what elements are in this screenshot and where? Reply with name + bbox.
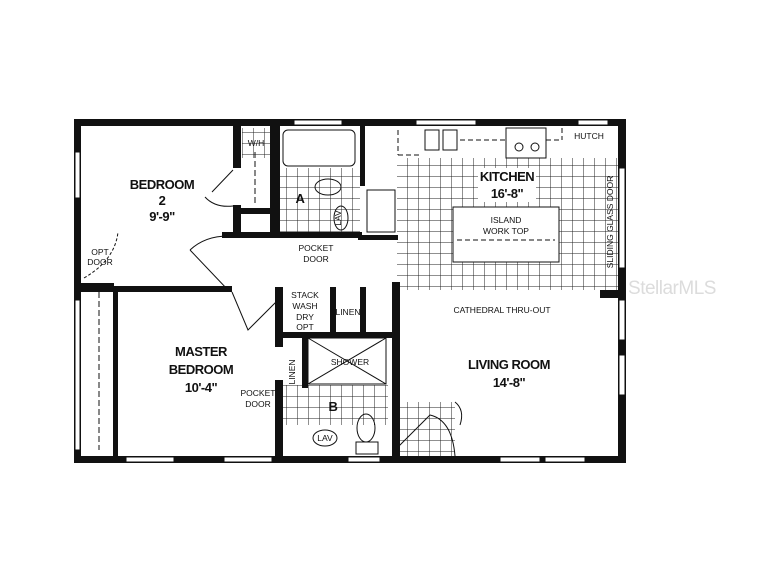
master-pocket-door-line1: POCKET [241,388,276,398]
kitchen-sink [424,129,440,151]
bath-b-label: B [329,399,338,414]
windows [74,119,626,463]
bedroom2-size: 9'-9" [149,209,175,224]
hall-pocket-door-line2: DOOR [303,254,329,264]
island-line2: WORK TOP [483,226,529,236]
opt-door-line1: OPT [91,247,108,257]
lav-b-label: LAV [317,433,333,443]
bath-a-label: A [296,191,306,206]
living-name: LIVING ROOM [468,357,550,372]
shower-label: SHOWER [331,357,369,367]
opt-door-line2: DOOR [87,257,113,267]
water-heater-label: W/H [248,138,265,148]
wh-tile-floor [242,128,270,158]
linen-top-label: LINEN [335,307,360,317]
lav-a-label: LAV [333,210,343,226]
bedroom2-name: BEDROOM [130,177,194,192]
kitchen-size: 16'-8" [491,186,524,201]
bedroom2-number: 2 [159,193,166,208]
living-note: CATHEDRAL THRU-OUT [453,305,550,315]
island-line1: ISLAND [491,215,522,225]
kitchen-name: KITCHEN [480,169,534,184]
hall-pocket-door-line1: POCKET [299,243,334,253]
master-name-line2: BEDROOM [169,362,233,377]
stack-line1: STACK [291,290,319,300]
stack-line2: WASH [292,301,317,311]
toilet-a [314,178,342,196]
bath-b-tile-floor [282,385,388,425]
linen-side-label: LINEN [287,359,297,384]
stack-line3: DRY [296,312,314,322]
bathtub [282,129,356,167]
master-name-line1: MASTER [175,344,228,359]
master-pocket-door-line2: DOOR [245,399,271,409]
stack-line4: OPT [296,322,313,332]
stove [505,127,547,159]
living-size: 14'-8" [493,375,526,390]
master-size: 10'-4" [185,380,218,395]
entry-tile-floor [393,402,455,456]
island-counter [452,206,560,263]
interior-walls [74,126,618,456]
hutch-label: HUTCH [574,131,604,141]
shower-stall [307,337,387,385]
bath-a-tile-floor [280,168,360,235]
sliding-door-label: SLIDING GLASS DOOR [605,176,615,269]
watermark: StellarMLS [628,278,716,299]
fixtures [83,127,563,457]
